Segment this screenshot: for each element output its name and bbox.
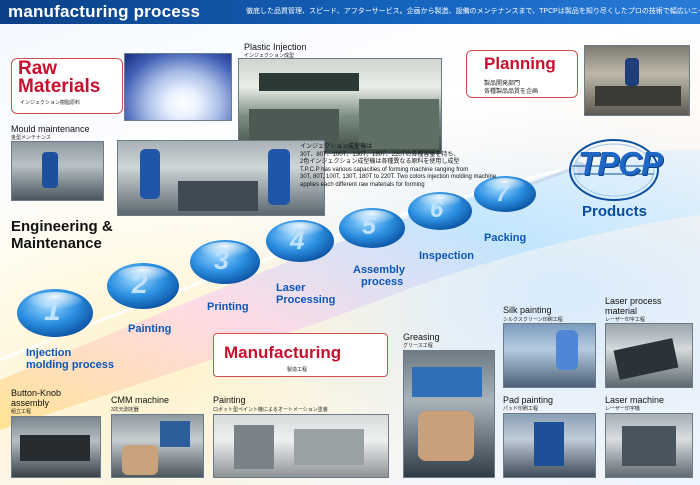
cmm-photo	[111, 414, 204, 478]
products-label: Products	[582, 203, 648, 220]
step-bubble-3	[190, 240, 260, 284]
laser-machine-subtitle: レーザー印字機	[605, 406, 640, 412]
page-title: manufacturing process	[8, 2, 201, 21]
step-number-4: 4	[290, 225, 305, 255]
plastic-injection-subtitle: インジェクション成型	[244, 53, 295, 59]
step-number-5: 5	[362, 212, 376, 240]
mould-subtitle: 金型メンテナンス	[11, 135, 51, 141]
mould-title: Mould maintenance	[11, 124, 90, 134]
manufacturing-title: Manufacturing	[224, 343, 342, 362]
greasing-title: Greasing	[403, 332, 440, 342]
mould-photo	[11, 141, 104, 201]
raw-materials-card	[11, 58, 123, 114]
tpcp-logo-graphic	[569, 139, 659, 201]
planning-sub2: 各種製品品質を企画	[484, 89, 539, 95]
injection-note: インジェクション成型機は 30T、80T、100T、130T、180T、220T…	[300, 144, 497, 188]
step-label-printing: Printing	[207, 301, 249, 313]
step-bubble-6	[408, 192, 472, 230]
cmm-title: CMM machine	[111, 395, 170, 405]
step-number-2: 2	[132, 268, 148, 299]
pad-photo	[503, 413, 596, 478]
pad-title: Pad painting	[503, 395, 554, 405]
step-bubble-7	[474, 176, 536, 212]
step-number-3: 3	[214, 245, 230, 275]
step-label-inspection: Inspection	[419, 250, 475, 262]
painting-title: Painting	[213, 395, 246, 405]
planning-card	[466, 50, 578, 98]
painting-photo	[213, 414, 389, 478]
step-bubble-1	[17, 289, 93, 337]
cmm-subtitle: 3次元測定器	[111, 407, 139, 413]
pad-subtitle: パッド印刷工程	[503, 406, 539, 412]
step-label-painting: Painting	[128, 323, 172, 335]
step-bubble-2	[107, 263, 179, 309]
planning-sub1: 製品開発部門	[484, 81, 521, 87]
button-knob-photo	[11, 416, 101, 478]
raw-materials-photo	[124, 53, 232, 121]
laser-machine-title: Laser machine	[605, 395, 665, 405]
step-number-7: 7	[496, 180, 509, 206]
step-number-6: 6	[430, 196, 444, 223]
greasing-photo	[403, 350, 495, 478]
tpcp-logo: TPCP	[578, 145, 663, 182]
button-knob-subtitle: 組立工程	[11, 409, 32, 415]
color-swoosh	[0, 150, 700, 430]
step-bubble-4	[266, 220, 334, 262]
planning-title: Planning	[484, 54, 556, 73]
manufacturing-card	[213, 333, 388, 377]
silk-subtitle: シルクスクリーン印刷工程	[503, 317, 563, 323]
laser-material-subtitle: レーザー印字工程	[605, 317, 645, 323]
painting-subtitle: ロボット型ペイント機によるオートメーション塗装	[213, 407, 328, 413]
step-bubble-5	[339, 208, 405, 248]
engineering-title: Engineering &Maintenance	[11, 218, 113, 252]
silk-photo	[503, 323, 596, 388]
planning-photo	[584, 45, 690, 116]
manufacturing-subtitle: 製造工程	[287, 367, 308, 373]
plastic-injection-title: Plastic Injection	[244, 42, 307, 52]
laser-machine-photo	[605, 413, 693, 478]
step-label-packing: Packing	[484, 232, 527, 244]
raw-materials-subtitle: インジェクション樹脂原料	[20, 100, 81, 106]
engineering-photo	[117, 140, 325, 216]
step-number-1: 1	[44, 294, 61, 327]
header-bar: manufacturing process 徹底した品質管理、スピード、アフター…	[0, 0, 700, 24]
header-description: 徹底した品質管理、スピード、アフターサービス。企画から製造、設備のメンテナンスま…	[246, 8, 700, 15]
laser-material-photo	[605, 323, 693, 388]
silk-title: Silk painting	[503, 305, 552, 315]
greasing-subtitle: グリース工程	[403, 343, 433, 349]
